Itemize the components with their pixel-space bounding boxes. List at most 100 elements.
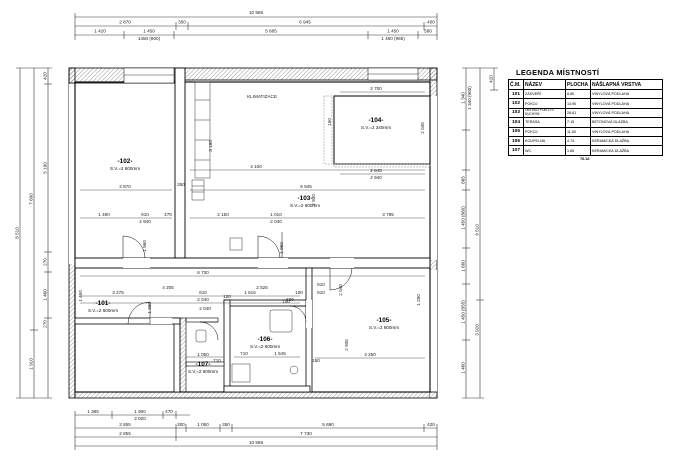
dim-inner: 2 040 [199, 306, 211, 311]
legend-cell-no: 102 [508, 98, 524, 109]
dim-left-c2: 270 [43, 258, 48, 266]
dim-inner: 3 275 [112, 290, 124, 295]
legend-cell-area: 8.80 [565, 88, 591, 100]
right-dimension-lines [462, 67, 498, 399]
legend-header-no: Č.M. [508, 79, 524, 90]
dim-inner: 600 [286, 297, 294, 302]
dim-top-r2-sub: 1 450 (965) [381, 36, 405, 41]
dim-top-r1: 400 [427, 20, 435, 25]
dim-inner: 2 870 [119, 184, 131, 189]
dim-inner: 2 940 [370, 175, 382, 180]
dim-inner: 100 [282, 299, 290, 304]
table-row: 101 ZÁDVEŘÍ 8.80 VINYLOVÁ PODLAHA [508, 88, 663, 100]
legend-cell-no: 103 [508, 107, 524, 119]
dim-left-c2: 5 190 [43, 162, 48, 174]
dim-top-r1: 6 945 [299, 20, 311, 25]
dim-inner: 710 [213, 358, 221, 363]
dim-top-overall: 10 565 [249, 10, 263, 15]
dim-right-c1: 1 450 (855) [461, 300, 466, 324]
doors [122, 232, 353, 341]
legend-cell-area: 14.90 [565, 98, 591, 109]
room-height-103: S.V.=2 600mm [290, 203, 320, 208]
room-label-102: -102- [118, 158, 133, 165]
dim-inner: 350 [177, 182, 185, 187]
room-height-104: S.V.=2 340mm [361, 125, 391, 130]
dim-top-r2: 1 450 [387, 29, 399, 34]
dim-right-c2: 9 510 [475, 224, 480, 236]
dim-bottom-r2: 5 690 [322, 422, 334, 427]
legend-cell-name: POKOJ [523, 126, 566, 137]
table-row: 103 OBÝVACÍ POKOJ S KUCHYNÍ 26.61 VINYLO… [508, 107, 663, 119]
kitchen-label: KLIMATIZACE [247, 94, 277, 99]
legend-cell-floor: VINYLOVÁ PODLAHA [590, 107, 663, 119]
legend-total-area: 76.16 [580, 156, 590, 161]
legend-cell-area: 11.50 [565, 126, 591, 137]
room-height-102: S.V.=2 600mm [110, 166, 140, 171]
dim-inner: 1 010 [270, 212, 282, 217]
table-row: 104 TERASA 7.15 BETONOVÁ DLAŽBA [508, 117, 663, 128]
legend-cell-floor: BETONOVÁ DLAŽBA [590, 117, 663, 128]
dim-inner: 4 100 [250, 164, 262, 169]
dim-top-r2: 1 450 [143, 29, 155, 34]
dim-bottom-r3: 2 855 [119, 431, 131, 436]
dim-top-r2-sub: 1450 (900) [138, 36, 161, 41]
dim-inner: 1 450 [78, 290, 83, 302]
dim-left-c2: 420 [43, 72, 48, 80]
dim-left-c2: 1 460 [43, 289, 48, 301]
legend-header-name: NÁZEV [523, 79, 566, 90]
dim-inner: 2 150 [217, 212, 229, 217]
dim-right-c1: 1 660 [461, 260, 466, 272]
dim-inner: 120 [223, 294, 231, 299]
bottom-dimension-lines [74, 411, 438, 450]
table-row: 105 POKOJ 11.50 VINYLOVÁ PODLAHA [508, 126, 663, 137]
dim-inner: 1 280 [416, 294, 421, 306]
room-label-105: -105- [377, 317, 392, 324]
dim-inner: 150 [312, 358, 320, 363]
dim-inner: 2 945 [344, 339, 349, 351]
dim-bottom-overall: 10 565 [249, 440, 263, 445]
legend-cell-floor: VINYLOVÁ PODLAHA [590, 98, 663, 109]
dim-inner: 6 730 [197, 270, 209, 275]
dim-inner: 2 940 [139, 219, 151, 224]
dim-inner: 910 [317, 290, 325, 295]
dim-inner: 2 525 [256, 285, 268, 290]
dim-left-c1: 1 910 [29, 358, 34, 370]
legend-cell-area: 4.74 [565, 135, 591, 147]
dim-inner: 910 [317, 282, 325, 287]
dim-bottom-r1: 1 900 [134, 409, 146, 414]
legend-cell-no: 105 [508, 126, 524, 137]
top-dimension-lines [74, 13, 438, 40]
room-height-106: S.V.=2 600mm [250, 344, 280, 349]
dim-bottom-r2: 420 [427, 422, 435, 427]
room-label-106: -106- [258, 336, 273, 343]
legend-cell-name: WC [523, 145, 566, 156]
legend-cell-name: KOUPELNA [523, 135, 566, 147]
legend-header-floor: NÁŠLAPNÁ VRSTVA [590, 79, 663, 90]
dim-bottom-r1: 1 385 [87, 409, 99, 414]
dim-right-c1: 1 340 [461, 92, 466, 104]
dim-top-r1: 2 870 [119, 20, 131, 25]
dim-bottom-r2: 1 050 [197, 422, 209, 427]
inner-dimension-lines [80, 91, 425, 359]
dim-bottom-r2: 300 [177, 422, 185, 427]
dim-bottom-r1-sub: 2 020 [134, 416, 146, 421]
dim-top-r2: 1 420 [94, 29, 106, 34]
dim-inner: 1 380 [147, 302, 152, 314]
dim-inner: 3 250 [364, 352, 376, 357]
dim-inner: 2 045 [420, 122, 425, 134]
dim-right-c1: 1 340 (900) [467, 86, 472, 110]
dim-inner: 2 700 [370, 86, 382, 91]
left-dimension-lines [16, 67, 52, 399]
room-label-103: -103- [298, 195, 313, 202]
legend-cell-name: POKOJ [523, 98, 566, 109]
kitchen-counter [191, 81, 299, 383]
dim-inner: 100 [295, 290, 303, 295]
dim-top-r2: 580 [424, 29, 432, 34]
dim-inner: 2 845 [370, 168, 382, 173]
dim-inner: 1 960 [142, 240, 147, 252]
dim-inner: 1 615 [244, 290, 256, 295]
dim-inner: 1 545 [274, 351, 286, 356]
dim-inner: 470 [164, 212, 172, 217]
dim-right-c1: 1 460 [461, 362, 466, 374]
